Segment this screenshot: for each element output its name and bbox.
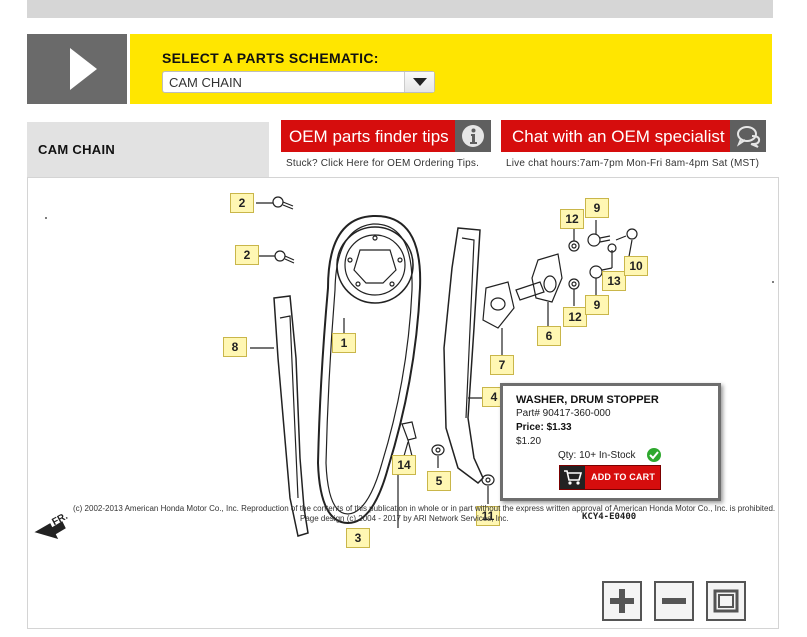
- callout-9-lower[interactable]: 9: [585, 295, 609, 315]
- zoom-in-button[interactable]: [602, 581, 642, 621]
- cam-chain-schematic: FR.: [34, 196, 774, 539]
- part-number: Part# 90417-360-000: [516, 408, 611, 419]
- callout-13[interactable]: 13: [602, 271, 626, 291]
- plus-icon: [610, 589, 634, 613]
- chat-specialist-button[interactable]: Chat with an OEM specialist: [501, 120, 766, 152]
- cart-icon: [564, 470, 582, 485]
- callout-5[interactable]: 5: [427, 471, 451, 491]
- add-to-cart-button[interactable]: ADD TO CART: [559, 465, 661, 490]
- callout-2-lower[interactable]: 2: [235, 245, 259, 265]
- chat-specialist-label: Chat with an OEM specialist: [512, 127, 725, 146]
- callout-1[interactable]: 1: [332, 333, 356, 353]
- callout-9-top[interactable]: 9: [585, 198, 609, 218]
- fit-screen-icon: [713, 589, 739, 613]
- stock-status: Qty: 10+ In-Stock: [558, 450, 636, 461]
- oem-finder-tips-label: OEM parts finder tips: [289, 127, 449, 146]
- oem-finder-tips-icon-box: [455, 120, 491, 152]
- callout-8[interactable]: 8: [223, 337, 247, 357]
- minus-icon: [662, 598, 686, 604]
- chevron-down-icon: [413, 78, 427, 86]
- zoom-out-button[interactable]: [654, 581, 694, 621]
- select-schematic-label: SELECT A PARTS SCHEMATIC:: [162, 50, 379, 66]
- callout-7[interactable]: 7: [490, 355, 514, 375]
- schematic-select[interactable]: CAM CHAIN: [162, 71, 435, 93]
- page-design-notice: Page design (c) 2004 - 2017 by ARI Netwo…: [300, 514, 509, 523]
- callout-14[interactable]: 14: [392, 455, 416, 475]
- callout-3[interactable]: 3: [346, 528, 370, 548]
- callout-2-top[interactable]: 2: [230, 193, 254, 213]
- check-circle-icon: [647, 448, 661, 462]
- chat-icon-box: [730, 120, 766, 152]
- callout-12-lower[interactable]: 12: [563, 307, 587, 327]
- part-price: Price: $1.33: [516, 422, 572, 433]
- callout-11[interactable]: 11: [476, 506, 500, 526]
- top-bar: [27, 0, 773, 18]
- part-name: WASHER, DRUM STOPPER: [516, 394, 659, 406]
- fit-screen-button[interactable]: [706, 581, 746, 621]
- copyright-notice: (c) 2002-2013 American Honda Motor Co., …: [73, 504, 776, 513]
- part-sale-price: $1.20: [516, 436, 542, 447]
- schematic-header-arrow: [27, 34, 127, 104]
- schematic-code: KCY4-E0400: [582, 512, 637, 522]
- play-arrow-icon: [70, 48, 97, 90]
- direction-label: FR.: [50, 511, 70, 528]
- callout-10[interactable]: 10: [624, 256, 648, 276]
- callout-6[interactable]: 6: [537, 326, 561, 346]
- callout-12-top[interactable]: 12: [560, 209, 584, 229]
- schematic-select-value: CAM CHAIN: [169, 75, 242, 90]
- info-icon: [462, 125, 484, 147]
- part-popup: WASHER, DRUM STOPPER Part# 90417-360-000…: [500, 383, 721, 501]
- chat-hours-note: Live chat hours:7am-7pm Mon-Fri 8am-4pm …: [506, 158, 760, 169]
- section-title: CAM CHAIN: [38, 142, 116, 157]
- cart-icon-box: [560, 466, 585, 489]
- oem-finder-tips-note[interactable]: Stuck? Click Here for OEM Ordering Tips.: [286, 158, 480, 169]
- oem-finder-tips-button[interactable]: OEM parts finder tips: [281, 120, 491, 152]
- section-title-box: CAM CHAIN: [27, 122, 269, 177]
- add-to-cart-label: ADD TO CART: [591, 472, 656, 482]
- schematic-select-toggle[interactable]: [404, 72, 434, 92]
- chat-bubbles-icon: [736, 126, 761, 148]
- schematic-selector-panel: SELECT A PARTS SCHEMATIC: CAM CHAIN: [130, 34, 772, 104]
